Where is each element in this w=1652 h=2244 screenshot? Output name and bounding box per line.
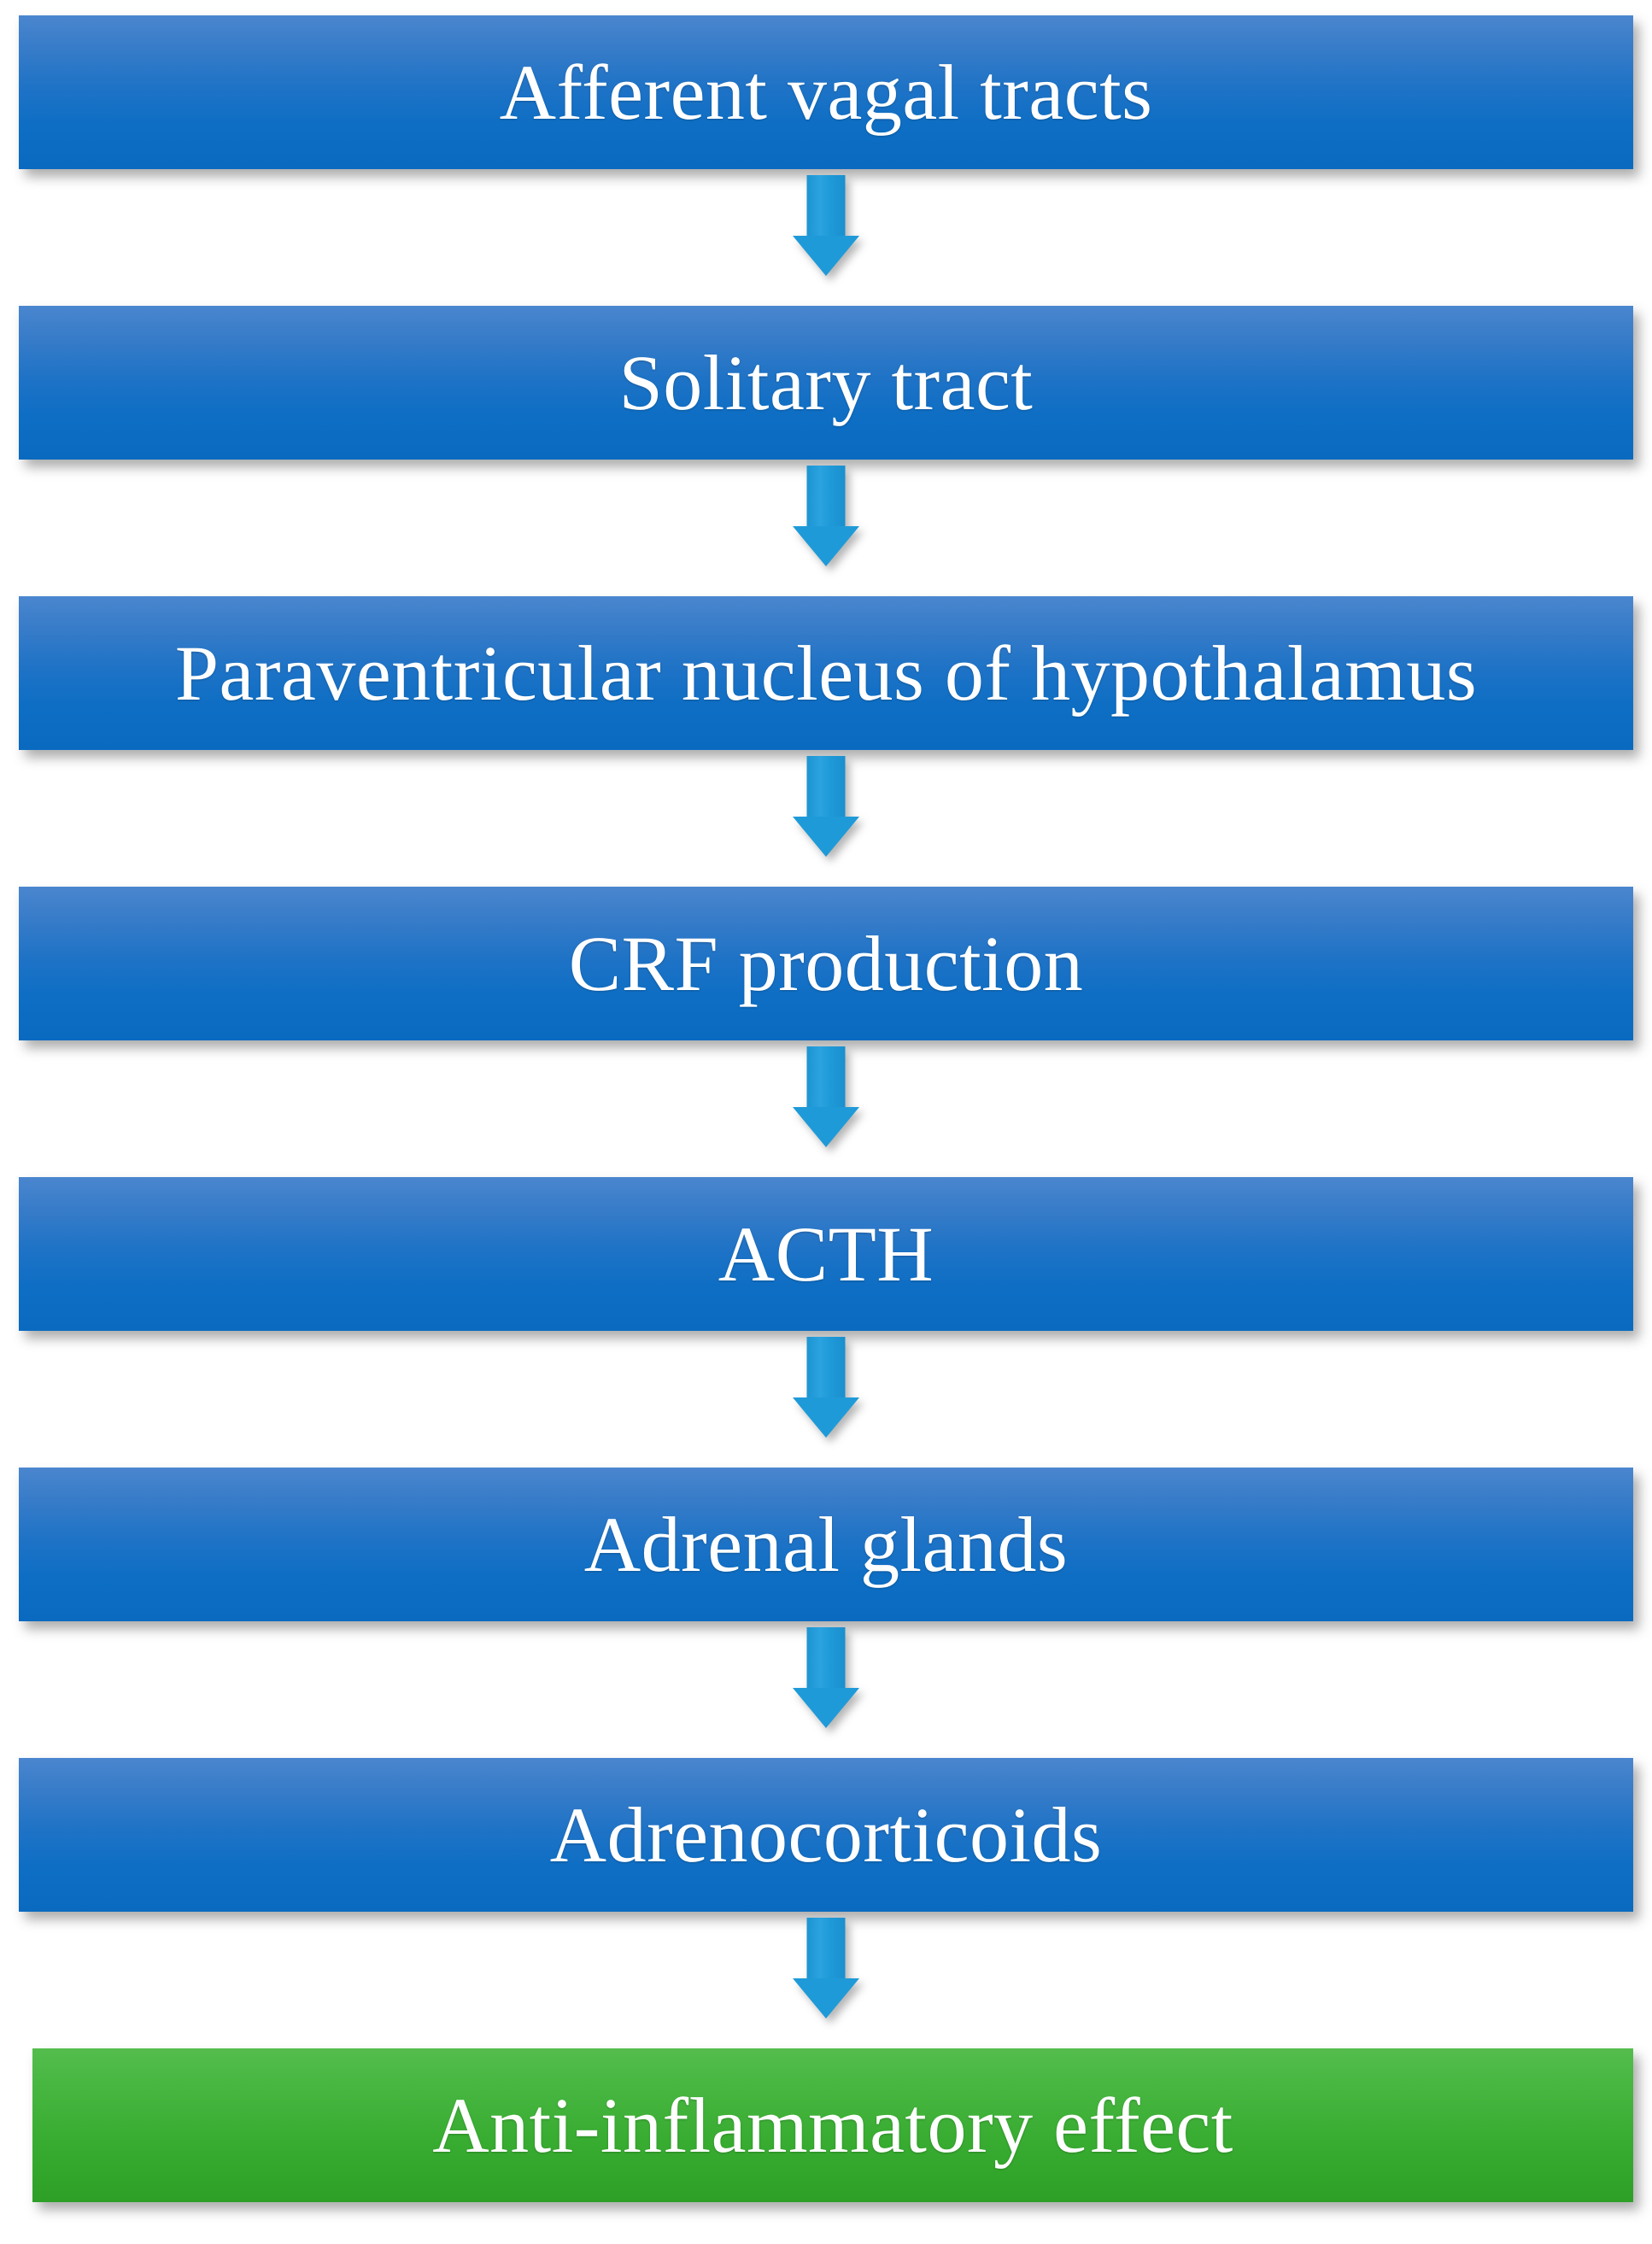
- flow-node-label: Adrenal glands: [583, 1501, 1069, 1588]
- down-arrow-icon: [793, 756, 859, 857]
- down-arrow-icon: [793, 175, 859, 276]
- arrow-shaft: [806, 756, 846, 819]
- arrow-head: [793, 1397, 859, 1438]
- arrow-shaft: [806, 1337, 846, 1400]
- flow-node-paraventricular-nucleus[interactable]: Paraventricular nucleus of hypothalamus: [19, 596, 1633, 750]
- arrow-shaft: [806, 1046, 846, 1110]
- flow-node-anti-inflammatory-effect[interactable]: Anti-inflammatory effect: [32, 2048, 1633, 2202]
- flow-node-acth[interactable]: ACTH: [19, 1177, 1633, 1331]
- flow-node-adrenocorticoids[interactable]: Adrenocorticoids: [19, 1758, 1633, 1912]
- arrow-shaft: [806, 1918, 846, 1981]
- flow-node-adrenal-glands[interactable]: Adrenal glands: [19, 1468, 1633, 1621]
- down-arrow-icon: [793, 1627, 859, 1728]
- flow-node-solitary-tract[interactable]: Solitary tract: [19, 306, 1633, 460]
- down-arrow-icon: [793, 1918, 859, 2018]
- arrow-head: [793, 817, 859, 857]
- flow-node-label: CRF production: [568, 920, 1084, 1007]
- flow-node-label: Adrenocorticoids: [549, 1791, 1103, 1878]
- arrow-head: [793, 526, 859, 566]
- flow-node-crf-production[interactable]: CRF production: [19, 887, 1633, 1040]
- arrow-head: [793, 1688, 859, 1728]
- down-arrow-icon: [793, 1337, 859, 1438]
- flow-node-afferent-vagal-tracts[interactable]: Afferent vagal tracts: [19, 15, 1633, 169]
- flow-node-label: ACTH: [718, 1210, 934, 1298]
- flow-node-label: Anti-inflammatory effect: [432, 2082, 1233, 2169]
- flow-node-label: Solitary tract: [618, 339, 1034, 426]
- down-arrow-icon: [793, 1046, 859, 1147]
- flow-node-label: Paraventricular nucleus of hypothalamus: [174, 630, 1478, 717]
- arrow-head: [793, 1978, 859, 2018]
- flow-node-label: Afferent vagal tracts: [499, 49, 1153, 136]
- arrow-shaft: [806, 1627, 846, 1690]
- arrow-head: [793, 236, 859, 276]
- arrow-shaft: [806, 466, 846, 529]
- down-arrow-icon: [793, 466, 859, 566]
- arrow-shaft: [806, 175, 846, 238]
- arrow-head: [793, 1107, 859, 1147]
